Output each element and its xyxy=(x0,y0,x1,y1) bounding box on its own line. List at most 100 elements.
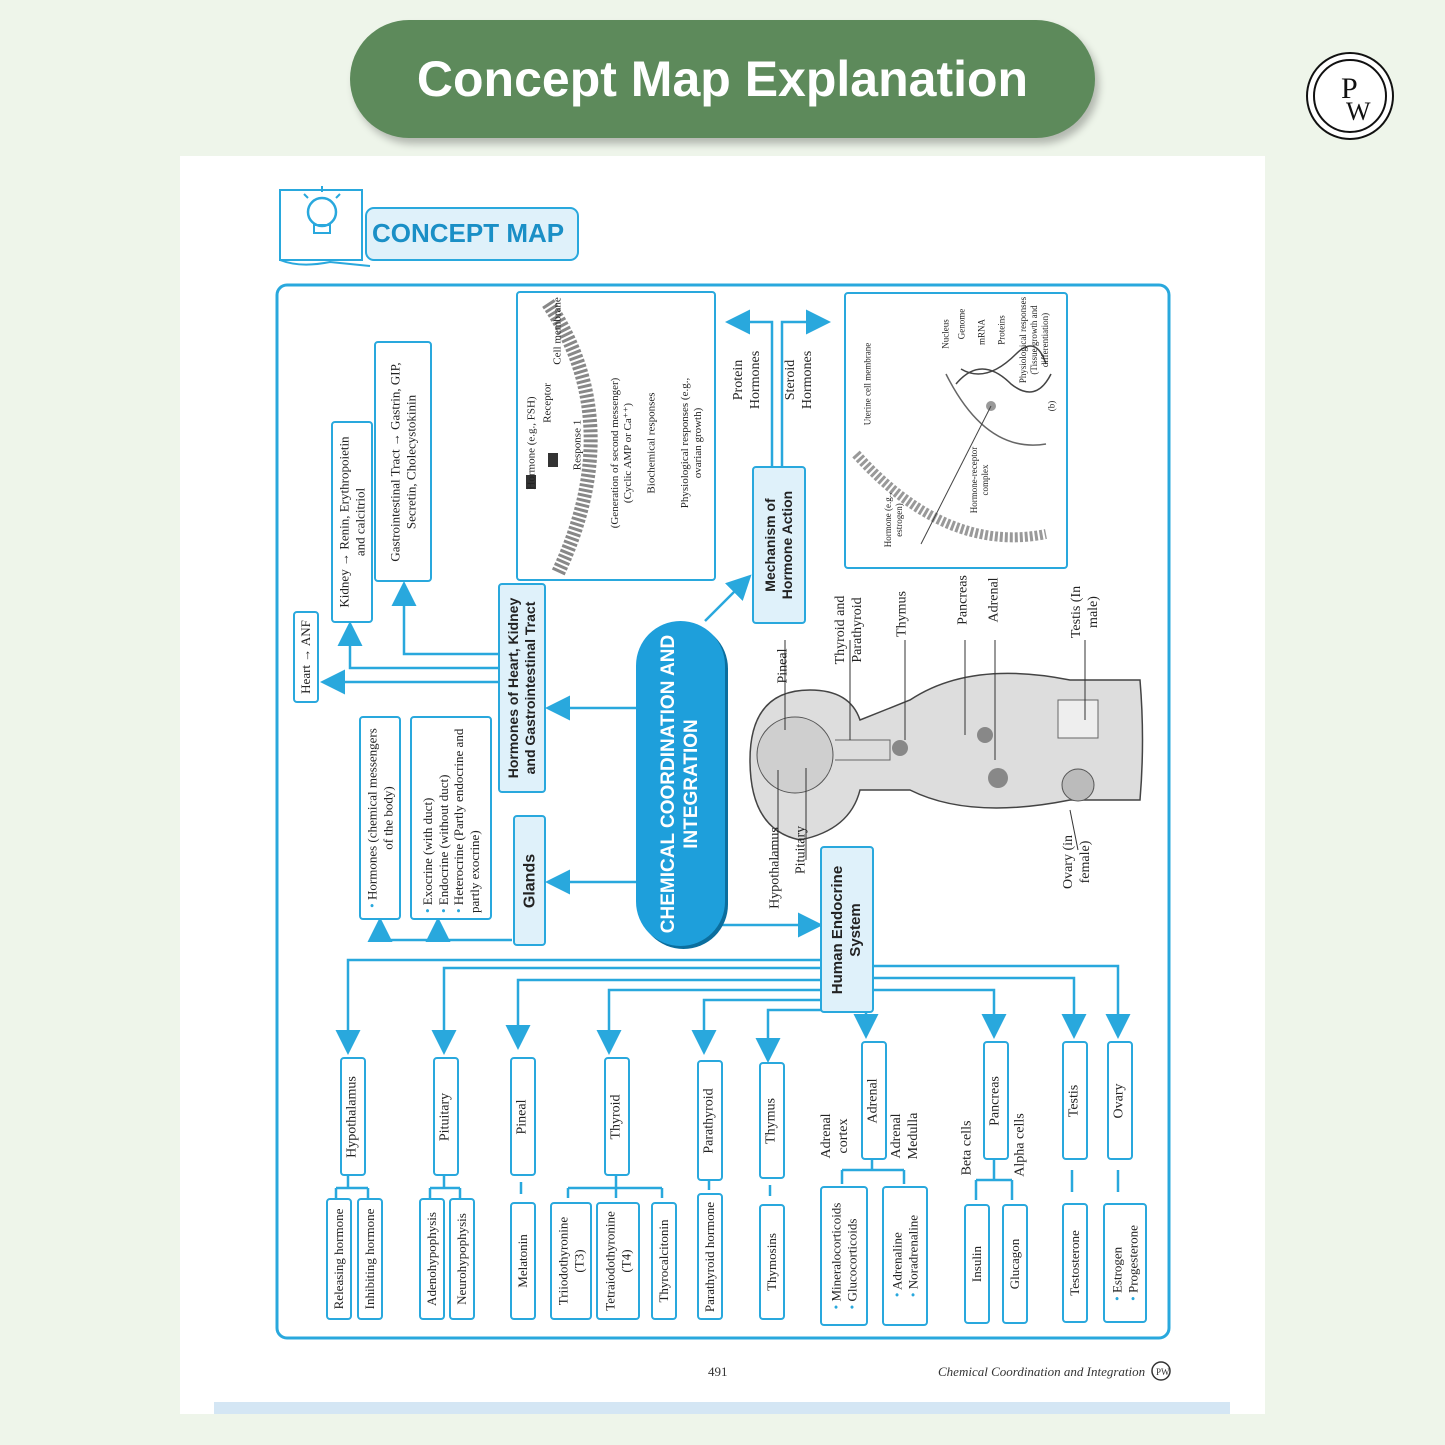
hormone-box: Parathyroid hormone xyxy=(697,1193,723,1320)
pw-logo: P W xyxy=(1306,52,1394,140)
gland-ovary: Ovary xyxy=(1107,1041,1133,1160)
hormone-label: Testosterone xyxy=(1067,1230,1083,1296)
gland-type-item: • Exocrine (with duct) xyxy=(419,797,435,913)
body-label-hypothalamus: Hypothalamus xyxy=(767,827,783,909)
gland-testis: Testis xyxy=(1062,1041,1088,1160)
heart-box: Heart → ANF xyxy=(293,611,319,703)
gland-type-item: • Endocrine (without duct) xyxy=(435,774,451,914)
gland-types-list: • Exocrine (with duct) • Endocrine (with… xyxy=(420,723,482,913)
uterine-membrane-label: Uterine cell membrane xyxy=(862,342,873,426)
gland-hypothalamus-label: Hypothalamus xyxy=(344,1075,360,1158)
hormone-box: • Estrogen • Progesterone xyxy=(1103,1203,1147,1323)
gland-thymus: Thymus xyxy=(759,1062,785,1179)
mechanism-label: Mechanism of Hormone Action xyxy=(762,490,795,600)
body-label-thyroid: Thyroid and Parathyroid xyxy=(833,595,865,665)
hormone-item: • Mineralocorticoids xyxy=(828,1202,844,1310)
hormone-item: • Adrenaline xyxy=(889,1232,905,1298)
kidney-box: Kidney → Renin, Erythropoietin and calci… xyxy=(331,421,373,623)
nucleus-label: Nucleus xyxy=(940,319,951,349)
human-body-diagram xyxy=(749,640,1144,860)
physiological-label: Physiological responses (e.g., ovarian g… xyxy=(678,377,704,509)
pw-logo-icon: P W xyxy=(1313,59,1387,133)
hormone-box: Melatonin xyxy=(510,1202,536,1320)
lightbulb-scroll-icon xyxy=(279,186,579,267)
gland-thyroid: Thyroid xyxy=(604,1057,630,1176)
gland-ovary-label: Ovary xyxy=(1111,1083,1127,1118)
gi-tract-box: Gastrointestinal Tract → Gastrin, GIP, S… xyxy=(374,341,432,582)
gland-pancreas-label: Pancreas xyxy=(987,1075,1003,1126)
hormones-definition-box: • Hormones (chemical messengers of the b… xyxy=(359,716,401,920)
title-banner: Concept Map Explanation xyxy=(350,20,1095,138)
glands-label: Glands xyxy=(520,853,538,908)
body-label-thymus: Thymus xyxy=(894,591,910,637)
adrenal-cortex-label: Adrenal cortex xyxy=(819,1113,851,1159)
hormone-box: • Adrenaline • Noradrenaline xyxy=(882,1186,928,1326)
central-node: CHEMICAL COORDINATION AND INTEGRATION xyxy=(636,621,725,946)
mechanism-figure-b: Uterine cell membrane Nucleus Genome mRN… xyxy=(844,292,1068,569)
gland-type-item: • Heterocrine (Partly endocrine and part… xyxy=(451,728,482,913)
hormone-label: Adenohypophysis xyxy=(424,1212,440,1306)
hormone-label: Tetraiodothyronine (T4) xyxy=(602,1211,633,1311)
central-label: CHEMICAL COORDINATION AND INTEGRATION xyxy=(657,634,702,933)
response1-label: Response 1 xyxy=(571,419,584,471)
hormone-item: • Glucocorticoids xyxy=(844,1218,859,1310)
gland-thymus-label: Thymus xyxy=(763,1097,779,1144)
hormone-label: Releasing hormone xyxy=(331,1208,347,1310)
hormone-label: Melatonin xyxy=(515,1234,531,1288)
gland-pineal-label: Pineal xyxy=(514,1099,530,1134)
pw-small-logo-icon: PW xyxy=(1151,1361,1171,1381)
svg-text:W: W xyxy=(1346,97,1371,126)
mechanism-node: Mechanism of Hormone Action xyxy=(752,466,806,624)
hormone-item: • Noradrenaline xyxy=(905,1214,920,1298)
gland-parathyroid-label: Parathyroid xyxy=(701,1087,717,1154)
hormone-box: Testosterone xyxy=(1062,1203,1088,1323)
gland-thyroid-label: Thyroid xyxy=(608,1093,624,1140)
hormone-item: • Estrogen xyxy=(1109,1246,1125,1301)
hormone-box: Releasing hormone xyxy=(326,1198,352,1320)
mechanism-figure-a: Cell membrane Hormone (e.g., FSH) Recept… xyxy=(516,291,716,581)
gland-pancreas: Pancreas xyxy=(983,1041,1009,1160)
hormone-box: Triiodothyronine (T3) xyxy=(550,1202,592,1320)
body-label-pituitary: Pituitary xyxy=(793,825,809,875)
kidney-text: Kidney → Renin, Erythropoietin and calci… xyxy=(336,436,367,608)
ovary-hormones: • Estrogen • Progesterone xyxy=(1109,1225,1140,1301)
hormone-label: Triiodothyronine (T3) xyxy=(555,1216,586,1306)
hormones-tract-node: Hormones of Heart, Kidney and Gastrointe… xyxy=(498,583,546,793)
figure-b-label: (b) xyxy=(1046,400,1057,412)
hormone-label: Glucagon xyxy=(1007,1238,1023,1290)
hormones-tract-label: Hormones of Heart, Kidney and Gastrointe… xyxy=(505,597,538,779)
hormone-box: Thymosins xyxy=(759,1204,785,1320)
hormone-estrogen-label: Hormone (e.g., estrogen) xyxy=(883,492,904,548)
hormone-label: Neurohypophysis xyxy=(454,1213,470,1305)
gland-pineal: Pineal xyxy=(510,1057,536,1176)
gland-pituitary-label: Pituitary xyxy=(437,1092,453,1141)
gland-parathyroid: Parathyroid xyxy=(697,1060,723,1181)
hormones-definition-text: • Hormones (chemical messengers of the b… xyxy=(364,728,395,908)
hormone-box: Thyrocalcitonin xyxy=(651,1202,677,1320)
concept-map-label: CONCEPT MAP xyxy=(372,218,565,248)
mrna-label: mRNA xyxy=(976,318,987,346)
beta-cells-label: Beta cells xyxy=(959,1120,975,1176)
gland-testis-label: Testis xyxy=(1066,1084,1082,1117)
gland-pituitary: Pituitary xyxy=(433,1057,459,1176)
gland-types-box: • Exocrine (with duct) • Endocrine (with… xyxy=(410,716,492,920)
body-label-adrenal: Adrenal xyxy=(986,577,1002,623)
gland-hypothalamus: Hypothalamus xyxy=(340,1057,366,1176)
page-bottom-strip xyxy=(214,1402,1230,1414)
adrenal-cortex-hormones: • Mineralocorticoids • Glucocorticoids xyxy=(828,1203,859,1310)
svg-text:P: P xyxy=(1341,72,1358,105)
svg-text:PW: PW xyxy=(1156,1367,1170,1377)
physio-responses-label: Physiological responses (Tissue growth a… xyxy=(1017,296,1050,384)
hormone-label: Insulin xyxy=(969,1245,985,1283)
hormone-box: Tetraiodothyronine (T4) xyxy=(596,1202,640,1320)
hormone-box: Neurohypophysis xyxy=(449,1198,475,1320)
gland-adrenal-label: Adrenal xyxy=(865,1077,881,1124)
hormone-box: Adenohypophysis xyxy=(419,1198,445,1320)
hormone-box: Insulin xyxy=(964,1204,990,1324)
hormone-item: • Progesterone xyxy=(1125,1225,1140,1301)
receptor-label: Receptor xyxy=(541,383,554,423)
protein-hormones-label: Protein Hormones xyxy=(731,350,763,410)
steroid-mechanism-diagram xyxy=(852,345,1052,545)
chapter-title: Chemical Coordination and Integration xyxy=(938,1364,1146,1379)
